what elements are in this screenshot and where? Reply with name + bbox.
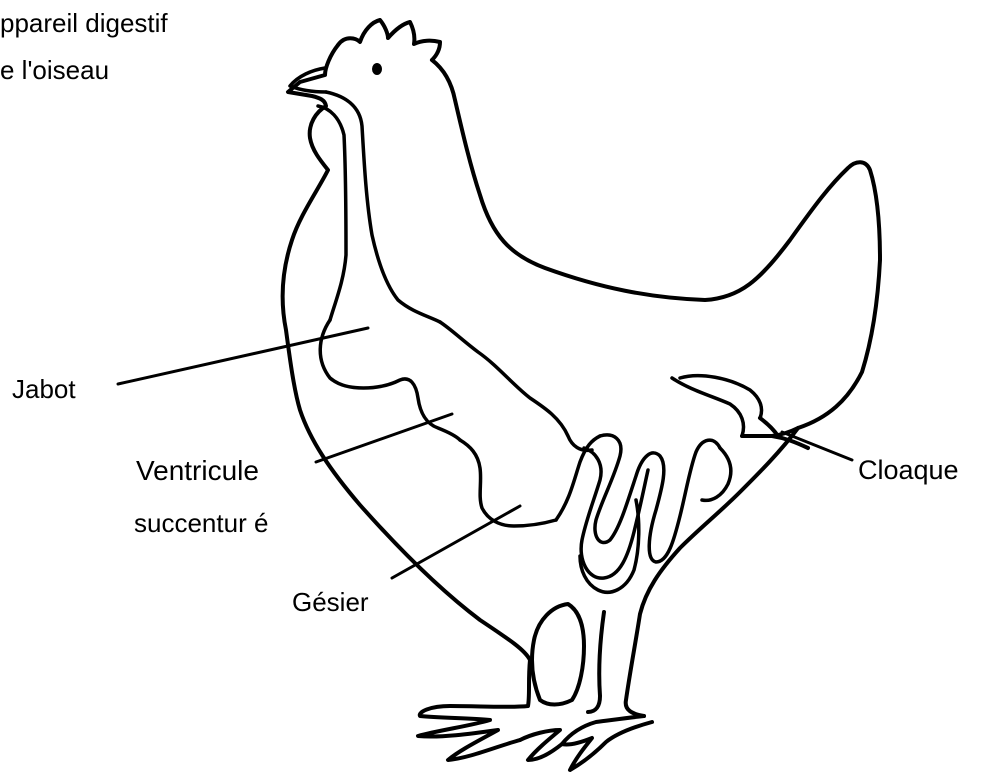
eye [372, 63, 382, 75]
leader-jabot [118, 328, 368, 384]
crop-top [440, 322, 592, 450]
label-jabot: Jabot [12, 376, 76, 402]
diagram-title-line-2: e l'oiseau [0, 57, 109, 83]
crop-outline [320, 320, 460, 440]
leader-gesier [392, 506, 520, 578]
label-ventricule-line-2: succentur é [134, 510, 268, 536]
belly-rear [626, 428, 798, 716]
label-gesier: Gésier [292, 589, 369, 615]
leader-ventricule [316, 414, 452, 462]
label-ventricule-line-1: Ventricule [136, 457, 259, 485]
feet-bottom [520, 730, 562, 760]
leader-cloaque [782, 432, 852, 460]
comb-outline [338, 20, 440, 60]
label-cloaque: Cloaque [858, 457, 959, 484]
esophagus-inner [318, 106, 346, 320]
cloaca [742, 418, 808, 448]
neck-back [432, 60, 880, 436]
leg-inner [532, 604, 584, 705]
diagram-title-line-1: ppareil digestif [0, 10, 168, 36]
leg-left [418, 660, 530, 760]
